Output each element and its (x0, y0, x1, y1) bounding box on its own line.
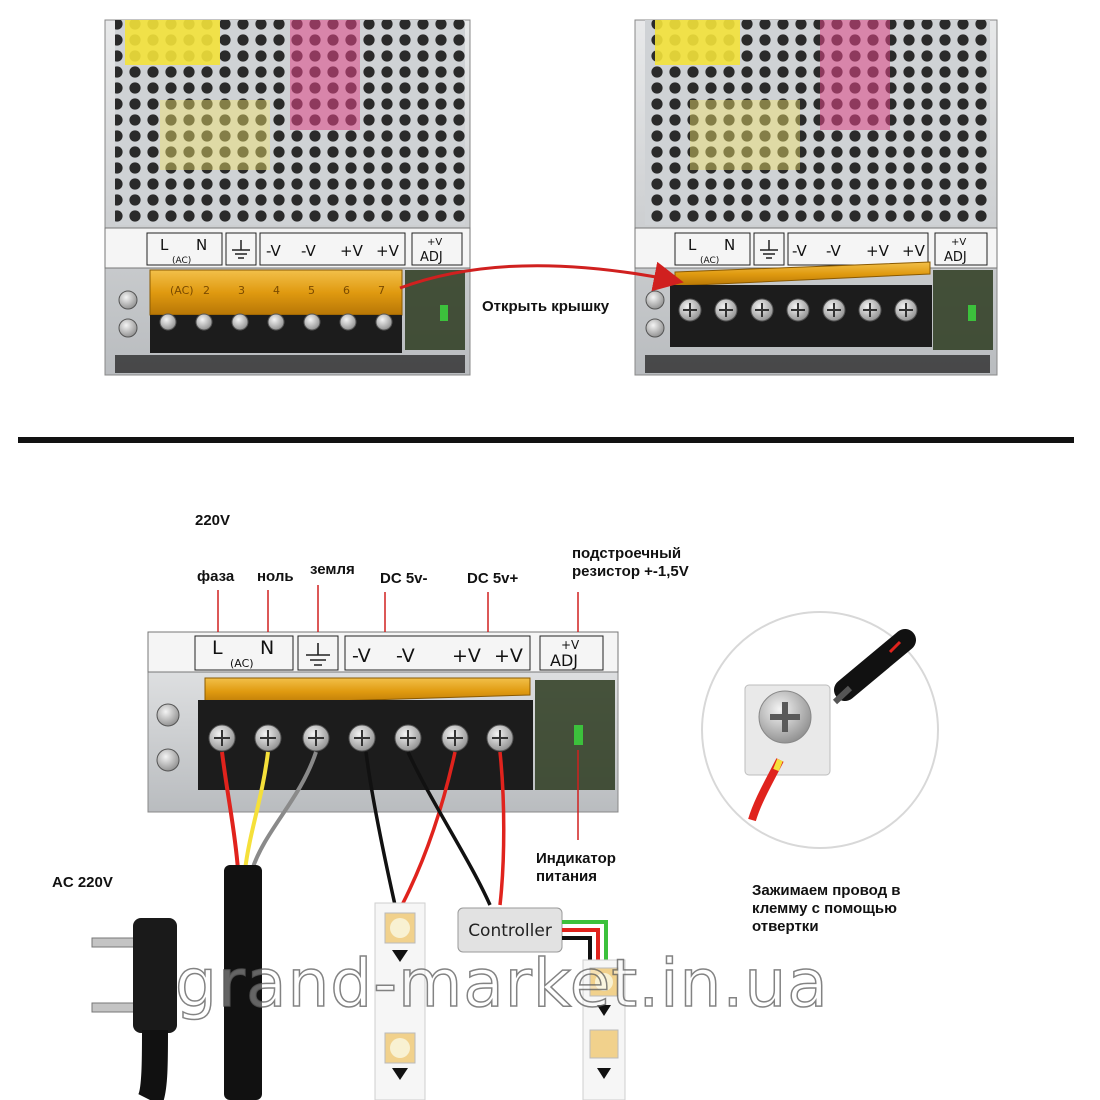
ground-icon (306, 643, 330, 666)
svg-text:+V: +V (561, 638, 580, 652)
wire-red-controller (498, 751, 506, 906)
svg-text:-V: -V (826, 242, 842, 260)
svg-text:+V: +V (902, 242, 926, 260)
svg-text:7: 7 (378, 284, 385, 297)
terminal-cover (149, 269, 403, 316)
svg-text:(AC): (AC) (230, 657, 254, 670)
svg-text:L: L (688, 236, 697, 254)
controller-box: Controller (457, 907, 608, 967)
svg-text:5: 5 (308, 284, 315, 297)
svg-text:ADJ: ADJ (550, 651, 578, 670)
label-plus-v-1: +V (340, 242, 364, 260)
leader-lines (217, 585, 579, 840)
ground-icon (760, 240, 778, 259)
ac-input-label: AC 220V (52, 874, 113, 891)
psu-open: L N (AC) -V -V +V +V +V ADJ (634, 19, 998, 376)
wire-red-phase (220, 751, 240, 871)
open-cover-label: Открыть крышку (482, 298, 610, 315)
trimmer-label: подстроечный резистор +-1,5V (572, 545, 689, 580)
svg-text:+V: +V (452, 645, 481, 667)
dc-plus-label: DC 5v+ (467, 570, 519, 587)
wire-black-strip1 (364, 751, 397, 906)
label-ac: (AC) (172, 256, 191, 266)
label-minus-v-1: -V (266, 242, 282, 260)
svg-text:L: L (212, 637, 223, 659)
instruction-label: Зажимаем провод в клемму с помощью отвер… (752, 882, 901, 935)
svg-text:-V: -V (396, 645, 415, 667)
svg-text:(AC): (AC) (700, 256, 719, 266)
dc-minus-label: DC 5v- (380, 570, 428, 587)
wire-black-controller (406, 751, 492, 906)
open-cover-arrow (399, 261, 684, 292)
voltage-220-label: 220V (195, 512, 231, 529)
warning-sticker (125, 20, 220, 65)
svg-text:-V: -V (792, 242, 808, 260)
screw-closeup (701, 611, 939, 849)
wire-gray-ground (250, 751, 318, 871)
svg-text:ADJ: ADJ (944, 250, 967, 265)
label-adj-plus-v: +V (427, 237, 442, 248)
svg-text:N: N (260, 637, 274, 659)
psu-closed: L N (AC) -V -V +V +V +V ADJ (AC) 2 3 4 5… (104, 19, 471, 376)
svg-text:+V: +V (951, 237, 966, 248)
psu-wiring: L N (AC) -V -V +V +V +V ADJ (147, 631, 619, 813)
ac-cable (224, 865, 262, 1100)
svg-text:(AC): (AC) (170, 284, 194, 297)
label-minus-v-2: -V (301, 242, 317, 260)
wire-red-strip1 (400, 751, 457, 906)
label-N: N (196, 236, 207, 254)
neutral-label: ноль (257, 568, 294, 585)
ground-icon (232, 240, 250, 259)
svg-text:+V: +V (494, 645, 523, 667)
label-adj: ADJ (420, 250, 443, 265)
power-indicator-label: Индикатор питания (536, 850, 616, 885)
wire-yellow-neutral (243, 751, 270, 871)
phase-label: фаза (197, 568, 235, 585)
section-divider (18, 437, 1074, 443)
svg-text:2: 2 (203, 284, 210, 297)
svg-text:+V: +V (866, 242, 890, 260)
svg-text:4: 4 (273, 284, 280, 297)
svg-text:N: N (724, 236, 735, 254)
terminal-label-strip: L N (AC) -V -V +V +V +V ADJ (146, 232, 463, 266)
svg-text:3: 3 (238, 284, 245, 297)
label-L: L (160, 236, 169, 254)
opened-cover (204, 677, 531, 706)
led-strip-1 (374, 902, 426, 1100)
power-led (440, 305, 448, 321)
ground-label: земля (310, 561, 355, 578)
svg-text:6: 6 (343, 284, 350, 297)
led-strip-2 (582, 959, 626, 1100)
ac-plug (91, 918, 177, 1100)
watermark: grand-market.in.ua (174, 944, 829, 1023)
label-plus-v-2: +V (376, 242, 400, 260)
svg-text:-V: -V (352, 645, 371, 667)
controller-label: Controller (468, 921, 552, 941)
